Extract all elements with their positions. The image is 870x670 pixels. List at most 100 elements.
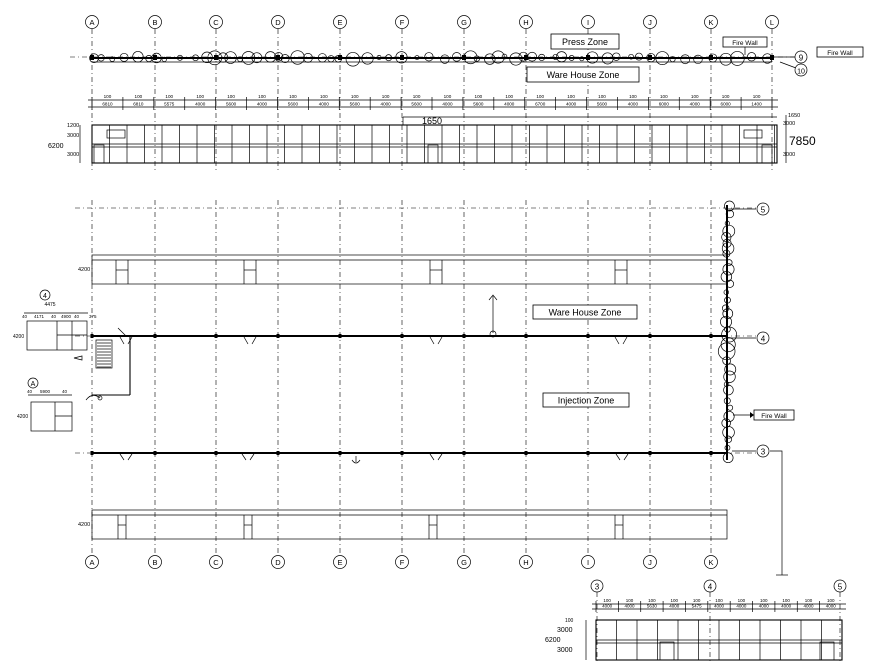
svg-text:100: 100: [629, 94, 637, 99]
svg-text:100: 100: [227, 94, 235, 99]
svg-text:4000: 4000: [319, 102, 330, 107]
grid-label-bottom: K: [708, 558, 713, 567]
grid-label-top: F: [400, 18, 405, 27]
injection-label-box: [542, 392, 630, 408]
grid-bubble-5: [756, 202, 770, 216]
svg-text:100: 100: [782, 598, 790, 603]
grid-bubble-top-A: [85, 15, 99, 29]
svg-text:4000: 4000: [714, 604, 725, 609]
svg-text:A: A: [31, 381, 36, 388]
grid-bubble-top-K: [704, 15, 718, 29]
fire-wall-far-label: Fire Wall: [827, 50, 853, 57]
svg-text:100: 100: [598, 94, 606, 99]
detail-tag-4: [39, 289, 51, 301]
grid-label-bottom: J: [648, 558, 652, 567]
press-zone-label: Press Zone: [562, 37, 608, 47]
fire-wall-far-box: [816, 46, 864, 58]
svg-text:6000: 6000: [659, 102, 670, 107]
grid-label-bottom: G: [461, 558, 467, 567]
warehouse-top-label: Ware House Zone: [547, 70, 620, 80]
svg-text:100: 100: [289, 94, 297, 99]
grid-bubble-top-E: [333, 15, 347, 29]
revision-cloud: [89, 50, 774, 67]
svg-text:5475: 5475: [692, 604, 703, 609]
grid-label-top: J: [648, 18, 652, 27]
grid-label-top: C: [213, 18, 219, 27]
svg-text:3000: 3000: [783, 152, 795, 158]
svg-text:5600: 5600: [288, 102, 299, 107]
svg-text:4000: 4000: [566, 102, 577, 107]
svg-text:100: 100: [760, 598, 768, 603]
grid-bubble-bottom-I: [581, 555, 595, 569]
warehouse-top-label-box: [526, 66, 640, 83]
grid-label-bottom: C: [213, 558, 219, 567]
svg-text:100: 100: [805, 598, 813, 603]
svg-text:40: 40: [51, 314, 57, 319]
bottom-level-label: 6200: [545, 637, 561, 644]
grid-label-top: L: [770, 18, 774, 27]
grid-label-9: 9: [799, 54, 804, 63]
svg-text:100: 100: [753, 94, 761, 99]
svg-text:4000: 4000: [669, 604, 680, 609]
grid-bubble-9: [794, 50, 808, 64]
press-zone-label-box: [550, 33, 620, 50]
svg-text:4000: 4000: [803, 604, 814, 609]
svg-text:40: 40: [27, 389, 33, 394]
grid-lines-plan: [91, 200, 712, 555]
svg-text:4: 4: [761, 335, 766, 344]
svg-text:100: 100: [413, 94, 421, 99]
grid-bubble-top-B: [148, 15, 162, 29]
svg-text:4000: 4000: [826, 604, 837, 609]
grid-bubble-bottom-D: [271, 555, 285, 569]
svg-text:4000: 4000: [625, 604, 636, 609]
top-dimension-labels: 6810100681010055751004000100560010040001…: [102, 94, 762, 107]
svg-text:100: 100: [648, 598, 656, 603]
svg-text:100: 100: [671, 598, 679, 603]
svg-text:100: 100: [827, 598, 835, 603]
fire-wall-side-label: Fire Wall: [761, 413, 787, 420]
svg-text:6700: 6700: [535, 102, 546, 107]
grid-bubble-10: [794, 63, 808, 77]
svg-text:100: 100: [320, 94, 328, 99]
svg-text:100: 100: [722, 94, 730, 99]
svg-text:5600: 5600: [350, 102, 361, 107]
grid-bubble-top-G: [457, 15, 471, 29]
svg-text:4000: 4000: [442, 102, 453, 107]
svg-text:3000: 3000: [557, 627, 573, 634]
svg-text:40: 40: [22, 314, 28, 319]
svg-text:4: 4: [43, 293, 47, 300]
svg-text:4000: 4000: [381, 102, 392, 107]
grid-bubble-bottom-G: [457, 555, 471, 569]
svg-text:4000: 4000: [195, 102, 206, 107]
grid-bubble-top-C: [209, 15, 223, 29]
svg-text:100: 100: [135, 94, 143, 99]
svg-text:100: 100: [626, 598, 634, 603]
top-elevation: 6810100681010055751004000100560010040001…: [48, 94, 816, 164]
svg-text:100: 100: [505, 94, 513, 99]
svg-text:100: 100: [738, 598, 746, 603]
svg-text:5: 5: [838, 583, 843, 592]
svg-text:3000: 3000: [67, 133, 79, 139]
svg-text:1400: 1400: [751, 102, 762, 107]
svg-text:100: 100: [691, 94, 699, 99]
svg-text:375: 375: [89, 314, 97, 319]
svg-text:100: 100: [693, 598, 701, 603]
grid-bubble-bottom-C: [209, 555, 223, 569]
svg-text:5600: 5600: [226, 102, 237, 107]
grid-label-bottom: D: [275, 558, 281, 567]
svg-text:4200: 4200: [17, 414, 28, 420]
svg-text:4000: 4000: [257, 102, 268, 107]
svg-text:3000: 3000: [557, 647, 573, 654]
grid-bubble-bottom-J: [643, 555, 657, 569]
svg-text:4: 4: [708, 583, 713, 592]
svg-text:4000: 4000: [736, 604, 747, 609]
top-dimension-ticks: [91, 97, 773, 110]
grid-bubble-3: [756, 444, 770, 458]
injection-label: Injection Zone: [558, 396, 615, 406]
press-band: Press Zone Ware House Zone Fire Wall Fir…: [70, 33, 864, 83]
grid-label-bottom: H: [523, 558, 528, 567]
svg-text:4000: 4000: [690, 102, 701, 107]
top-strip-section: [91, 254, 728, 285]
